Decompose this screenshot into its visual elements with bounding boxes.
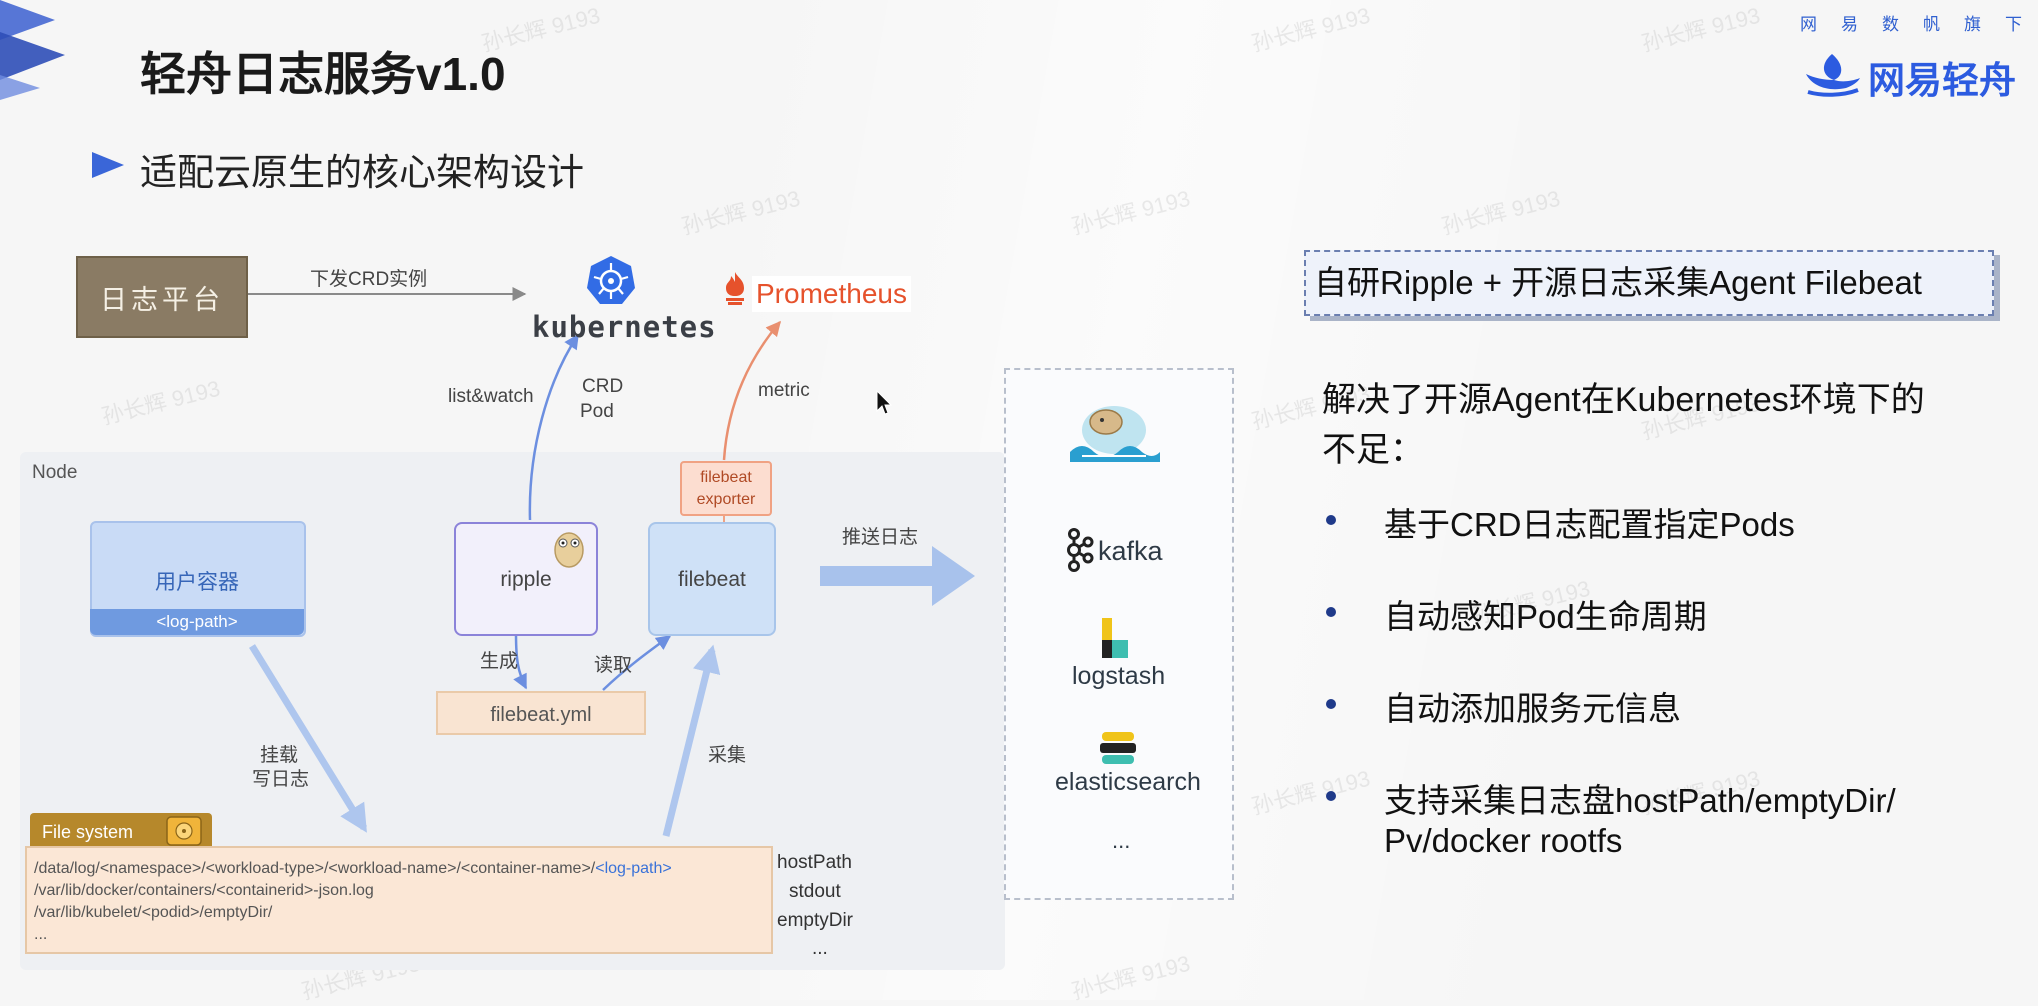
metric-label: metric: [758, 380, 810, 401]
bullet-service-metadata: 自动添加服务元信息: [1384, 690, 1681, 727]
collect-label: 采集: [708, 745, 747, 766]
bullet-pod-lifecycle: 自动感知Pod生命周期: [1384, 598, 1707, 635]
logstash-label: logstash: [1072, 662, 1166, 690]
kafka-icon: [1067, 528, 1094, 572]
exporter-line-2: exporter: [696, 491, 756, 508]
crd-label: CRD: [582, 376, 624, 397]
page-subtitle: 适配云原生的核心架构设计: [140, 152, 584, 193]
prometheus-flame-icon: [726, 272, 744, 305]
push-logs-arrow: [820, 546, 975, 606]
solution-heading: 自研Ripple + 开源日志采集Agent Filebeat: [1304, 250, 1994, 316]
disk-icon: [166, 816, 202, 846]
push-logs-label: 推送日志: [842, 527, 919, 548]
kubernetes-label: kubernetes: [532, 310, 717, 344]
list-watch-arrow: [528, 333, 580, 521]
fs-path-kubelet: /var/lib/kubelet/<podid>/emptyDir/: [34, 904, 273, 921]
fluentd-icon: [1070, 406, 1160, 462]
file-system-box: [25, 846, 773, 954]
prometheus-label: Prometheus: [752, 276, 911, 312]
fs-kind-more: ...: [812, 938, 828, 959]
corner-logo-icon: [0, 0, 65, 100]
fs-path-1-log-path: <log-path>: [595, 860, 672, 877]
crd-edge-label: 下发CRD实例: [310, 269, 428, 290]
collect-arrow: [662, 644, 721, 837]
kubernetes-helm-icon: [587, 256, 635, 304]
fs-kind-hostpath: hostPath: [777, 852, 852, 873]
brand-tagline: 网易数帆旗下: [1800, 15, 2038, 34]
exporter-line-1: filebeat: [700, 469, 752, 486]
filebeat-label: filebeat: [678, 568, 746, 591]
list-watch-label: list&watch: [448, 386, 534, 407]
fs-path-1-prefix: /data/log/<namespace>/<workload-type>/<w…: [34, 860, 596, 877]
log-path-tag: <log-path>: [90, 609, 304, 635]
backends-more-label: ...: [1112, 828, 1131, 853]
filebeat-yml-box: filebeat.yml: [436, 691, 646, 735]
gopher-icon: [554, 532, 584, 568]
subtitle-arrow-icon: [92, 152, 124, 178]
kafka-label: kafka: [1098, 536, 1163, 566]
filebeat-box: [648, 522, 776, 636]
user-container-label: 用户容器: [155, 571, 239, 594]
elasticsearch-label: elasticsearch: [1055, 768, 1201, 796]
bullet-dot-icon: [1326, 791, 1336, 801]
fs-path-data-log: /data/log/<namespace>/<workload-type>/<w…: [34, 860, 672, 878]
mount-arrow: [249, 644, 367, 833]
mouse-cursor-icon: [876, 390, 892, 415]
bullet-log-disk-1: 支持采集日志盘hostPath/emptyDir/: [1384, 782, 1896, 819]
bullet-dot-icon: [1326, 515, 1336, 525]
bullet-crd-pods: 基于CRD日志配置指定Pods: [1384, 506, 1795, 543]
fs-kind-stdout: stdout: [789, 881, 841, 902]
filebeat-exporter-box: filebeat exporter: [680, 461, 772, 516]
node-label: Node: [32, 462, 78, 483]
metric-arrow: [722, 320, 781, 461]
pod-label: Pod: [580, 401, 614, 422]
bullet-log-disk-2: Pv/docker rootfs: [1384, 822, 1623, 859]
ripple-label: ripple: [500, 568, 552, 591]
generate-arrow: [513, 633, 528, 690]
bullet-dot-icon: [1326, 699, 1336, 709]
elasticsearch-icon: [1100, 732, 1136, 764]
write-log-label: 写日志: [252, 769, 310, 790]
mount-label: 挂载: [260, 745, 299, 766]
page-title: 轻舟日志服务v1.0: [140, 48, 506, 100]
generate-label: 生成: [480, 651, 519, 672]
fs-path-docker: /var/lib/docker/containers/<containerid>…: [34, 882, 374, 899]
read-arrow: [602, 634, 672, 691]
solution-description-line-2: 不足：: [1322, 431, 1424, 469]
log-platform-box: 日志平台: [76, 256, 248, 338]
solution-description-line-1: 解决了开源Agent在Kubernetes环境下的: [1322, 381, 1925, 419]
read-label: 读取: [594, 655, 633, 676]
brand-boat-icon: [1806, 54, 1860, 97]
bullet-dot-icon: [1326, 607, 1336, 617]
logstash-icon: [1102, 618, 1128, 658]
fs-kind-emptydir: emptyDir: [777, 910, 854, 931]
fs-path-more: ...: [34, 926, 48, 943]
brand-name: 网易轻舟: [1868, 60, 2016, 101]
